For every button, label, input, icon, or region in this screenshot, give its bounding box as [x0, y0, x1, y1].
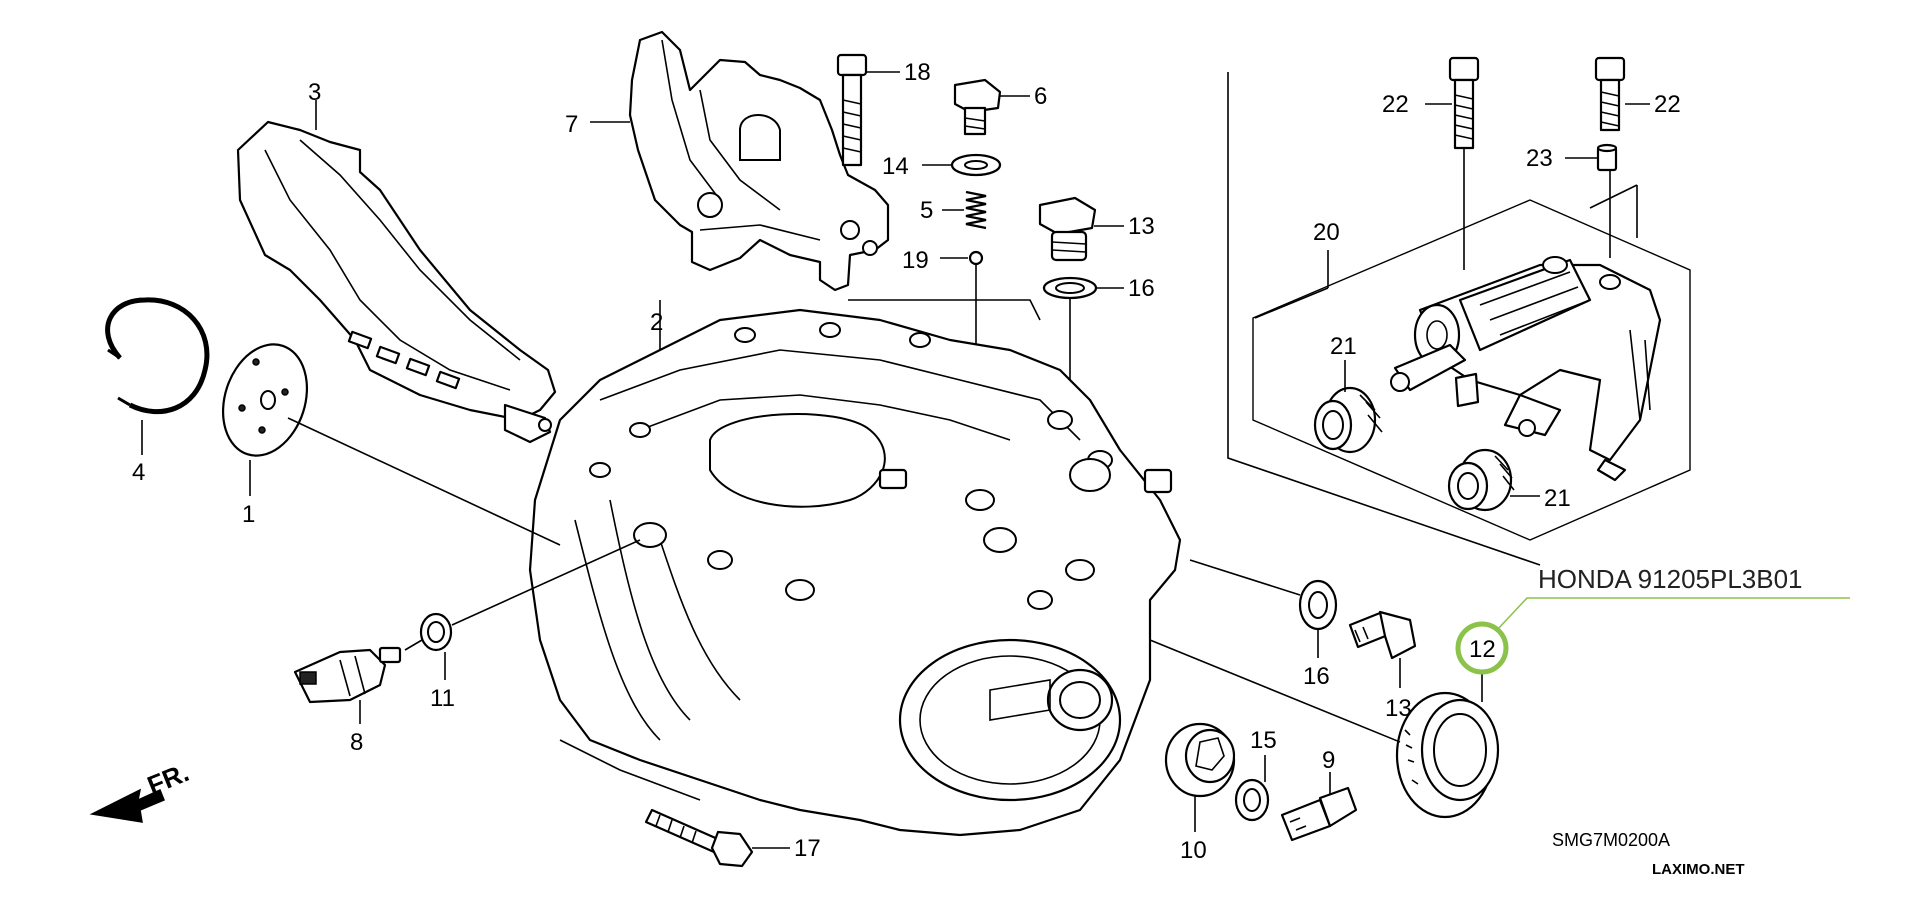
callout-7[interactable]: 7	[565, 111, 578, 138]
callout-12-highlight[interactable]: 12	[1469, 636, 1496, 663]
callout-6[interactable]: 6	[1034, 83, 1047, 110]
snap-ring-4[interactable]	[105, 297, 210, 415]
callout-11[interactable]: 11	[430, 685, 455, 712]
callout-15[interactable]: 15	[1250, 727, 1277, 754]
bolt-6[interactable]	[953, 78, 1002, 136]
callout-9[interactable]: 9	[1322, 747, 1335, 774]
bolt-17[interactable]	[644, 808, 754, 868]
part-number-label[interactable]: HONDA 91205PL3B01	[1538, 564, 1803, 594]
ball-19[interactable]	[968, 250, 984, 266]
callout-2[interactable]: 2	[650, 309, 663, 336]
drain-plug-13-side[interactable]	[1348, 610, 1417, 660]
callout-21a[interactable]: 21	[1330, 333, 1357, 360]
part-number-callout[interactable]	[1455, 597, 1850, 675]
baffle-plate-3[interactable]	[236, 120, 557, 444]
bolt-22-left[interactable]	[1448, 56, 1480, 150]
transmission-housing-2[interactable]	[528, 308, 1182, 837]
callout-5[interactable]: 5	[920, 197, 933, 224]
drain-plug-13-top[interactable]	[1038, 196, 1097, 262]
callout-22a[interactable]: 22	[1382, 91, 1409, 118]
callout-14[interactable]: 14	[882, 153, 909, 180]
bolt-18[interactable]	[836, 53, 868, 167]
stiffener-bracket-7[interactable]	[628, 30, 890, 292]
washer-16-top[interactable]	[1042, 276, 1098, 300]
oil-guide-disc-1[interactable]	[209, 333, 320, 466]
callout-10[interactable]: 10	[1180, 837, 1207, 864]
drawing-code: SMG7M0200A	[1552, 830, 1670, 850]
front-direction-arrow: FR.	[89, 757, 193, 823]
callout-1[interactable]: 1	[242, 501, 255, 528]
callout-16b[interactable]: 16	[1303, 663, 1330, 690]
shift-boot-lower[interactable]	[1447, 448, 1515, 512]
washer-14[interactable]	[950, 153, 1002, 177]
callout-17[interactable]: 17	[794, 835, 821, 862]
actuator-assembly-box	[1227, 72, 1691, 566]
bolt-22-right[interactable]	[1594, 56, 1626, 132]
shift-boot-upper[interactable]	[1313, 386, 1383, 454]
backup-light-switch-8[interactable]	[293, 646, 402, 704]
sealing-bolt-10[interactable]	[1164, 722, 1236, 798]
washer-11[interactable]	[419, 612, 453, 652]
callout-13a[interactable]: 13	[1128, 213, 1155, 240]
callout-19[interactable]: 19	[902, 247, 929, 274]
dowel-pin-23[interactable]	[1596, 143, 1618, 172]
callout-16a[interactable]: 16	[1128, 275, 1155, 302]
callout-20[interactable]: 20	[1313, 219, 1340, 246]
callout-4[interactable]: 4	[132, 459, 145, 486]
callout-8[interactable]: 8	[350, 729, 363, 756]
callout-21b[interactable]: 21	[1544, 485, 1571, 512]
callout-3[interactable]: 3	[308, 79, 321, 106]
oil-seal-12[interactable]	[1395, 691, 1500, 819]
spring-5[interactable]	[965, 190, 987, 230]
callout-22b[interactable]: 22	[1654, 91, 1681, 118]
bolt-9[interactable]	[1280, 786, 1358, 842]
washer-16-side[interactable]	[1298, 579, 1338, 631]
shift-actuator[interactable]	[1390, 256, 1662, 482]
washer-15[interactable]	[1234, 778, 1270, 822]
watermark: LAXIMO.NET	[1652, 861, 1745, 878]
highlight-ring	[1455, 621, 1509, 675]
callout-18[interactable]: 18	[904, 59, 931, 86]
callout-13b[interactable]: 13	[1385, 695, 1412, 722]
callout-23[interactable]: 23	[1526, 145, 1553, 172]
